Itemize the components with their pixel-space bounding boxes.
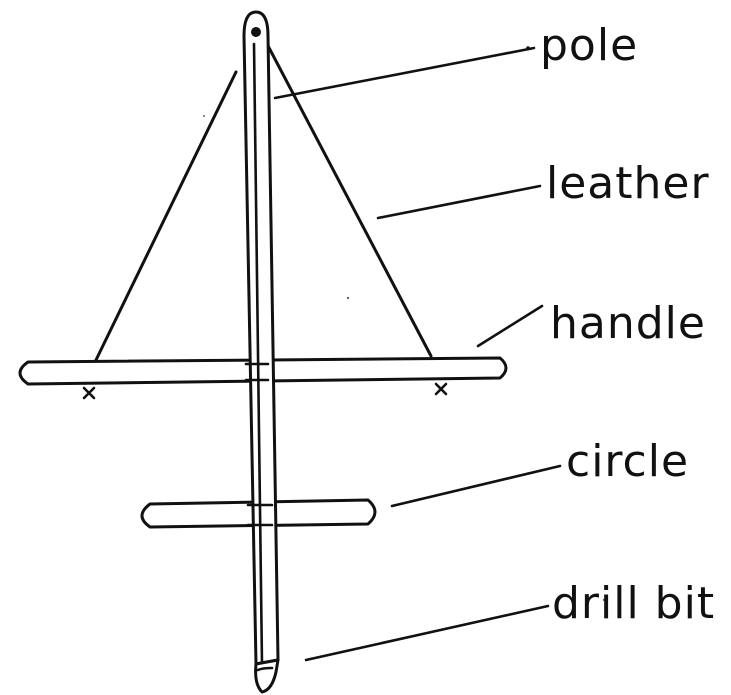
drill-bit — [254, 658, 280, 694]
leather-strap-left — [94, 70, 238, 362]
leader-lines — [273, 46, 562, 662]
label-leather: leather — [546, 158, 710, 209]
labels: pole leather handle circle drill bit — [540, 20, 715, 629]
leather-strap-right — [264, 40, 433, 358]
handle-leader — [476, 304, 544, 348]
handle-tie-left — [82, 386, 96, 400]
pole-leader — [273, 46, 536, 100]
circle-leader — [390, 464, 562, 508]
pole-inner-line — [252, 42, 264, 666]
label-handle: handle — [550, 298, 706, 349]
label-circle: circle — [566, 436, 689, 487]
pole-knob — [251, 27, 261, 37]
drill-bit-leader — [304, 604, 550, 662]
label-pole: pole — [540, 20, 638, 71]
pole-leader-dot — [526, 46, 530, 50]
pole — [242, 10, 280, 666]
paper-specks — [203, 115, 606, 602]
handle-tie-right — [434, 382, 448, 396]
leather-leader — [376, 184, 542, 220]
label-drill-bit: drill bit — [552, 578, 715, 629]
